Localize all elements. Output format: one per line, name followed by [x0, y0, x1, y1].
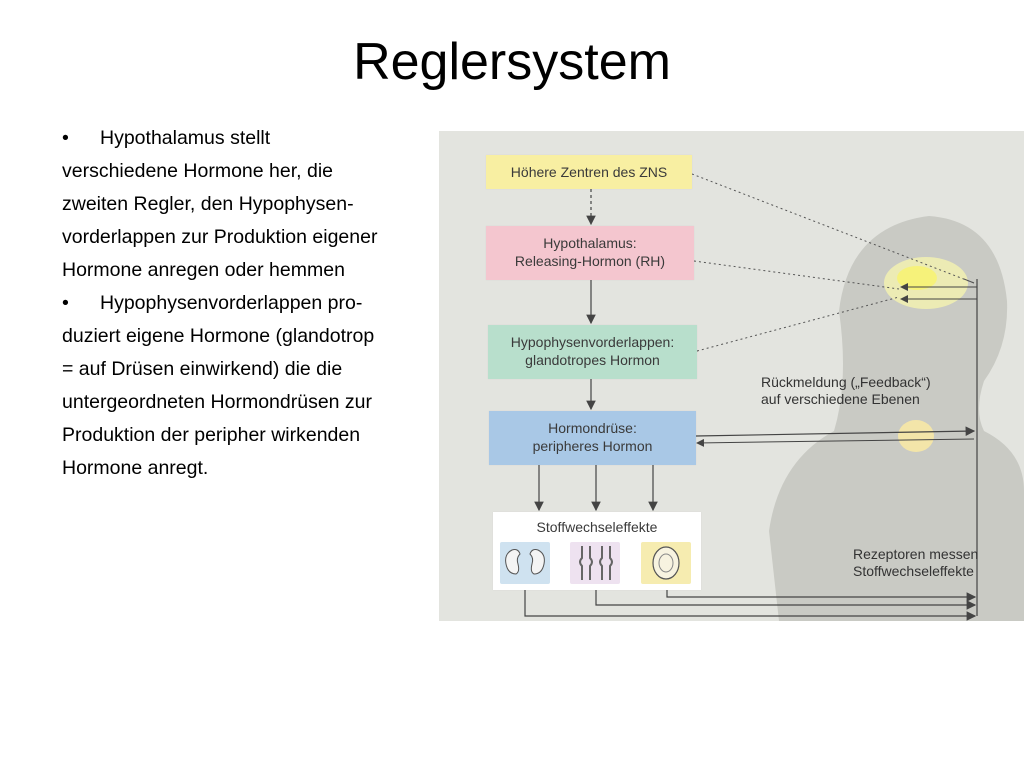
bullet-2-line-2: duziert eigene Hormone (glandotrop: [62, 325, 375, 347]
bullet-2-line-1: •Hypophysenvorderlappen pro-: [62, 287, 434, 320]
bullet-marker: •: [62, 292, 69, 314]
bullet-1-line-4: vorderlappen zur Produktion eigener: [62, 226, 378, 248]
bullet-1-line-5: Hormone anregen oder hemmen: [62, 259, 345, 281]
zns-box: Höhere Zentren des ZNS: [486, 155, 692, 189]
thyroid-icon: [898, 420, 934, 452]
hypophysenvorderlappen-box: Hypophysenvorderlappen: glandotropes Hor…: [488, 325, 697, 379]
bone-icon: [641, 542, 691, 584]
bullet-1-line-1: •Hypothalamus stellt: [62, 122, 434, 155]
bullet-2-line-6: Hormone anregt.: [62, 457, 209, 479]
kidney-icon: [500, 542, 550, 584]
slide-title: Reglersystem: [353, 33, 671, 91]
bullet-2-line-5: Produktion der peripher wirkenden: [62, 424, 361, 446]
feedback-label: Rückmeldung („Feedback“) auf verschieden…: [761, 374, 931, 407]
joint-icon: [570, 542, 620, 584]
bullet-list: •Hypothalamus stellt verschiedene Hormon…: [62, 122, 434, 485]
hormone-regulation-diagram: Höhere Zentren des ZNS Hypothalamus: Rel…: [439, 131, 1024, 621]
hypothalamus-box: Hypothalamus: Releasing-Hormon (RH): [486, 226, 694, 280]
diagram-graphics: [524, 173, 1024, 621]
head-silhouette: [769, 216, 1024, 621]
hormondruese-box: Hormondrüse: peripheres Hormon: [489, 411, 696, 465]
stoffwechseleffekte-box: Stoffwechseleffekte: [493, 512, 701, 590]
bullet-2-line-3: = auf Drüsen einwirkend) die die: [62, 358, 343, 380]
bullet-1-line-2: verschiedene Hormone her, die: [62, 160, 333, 182]
stoffwechsel-label: Stoffwechseleffekte: [536, 519, 658, 535]
bullet-1-line-3: zweiten Regler, den Hypophysen-: [62, 193, 354, 215]
rezeptoren-label: Rezeptoren messen Stoffwechseleffekte: [853, 546, 979, 579]
bullet-marker: •: [62, 127, 69, 149]
bullet-2-line-4: untergeordneten Hormondrüsen zur: [62, 391, 373, 413]
